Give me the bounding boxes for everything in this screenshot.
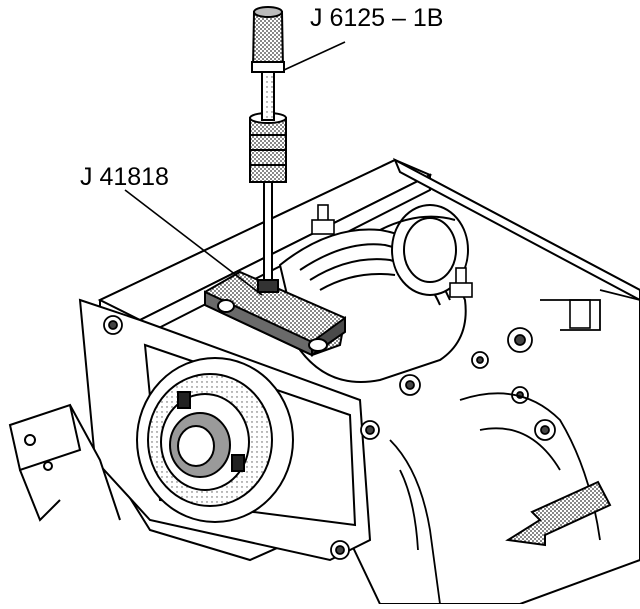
leader-line-tool-2 xyxy=(124,189,263,296)
left-bracket xyxy=(8,403,121,522)
leader-line-tool-1 xyxy=(283,41,346,71)
callout-label-tool-2: J 41818 xyxy=(80,163,169,191)
bolt-bosses xyxy=(103,315,556,560)
tool-fixture-bar xyxy=(204,270,347,357)
crank-seal xyxy=(136,357,294,523)
slide-hammer-tool xyxy=(249,6,287,293)
callout-label-tool-1: J 6125 – 1B xyxy=(310,4,444,32)
direction-arrow-icon xyxy=(505,480,612,547)
callout-leaders xyxy=(124,41,346,296)
block-studs xyxy=(311,204,591,329)
